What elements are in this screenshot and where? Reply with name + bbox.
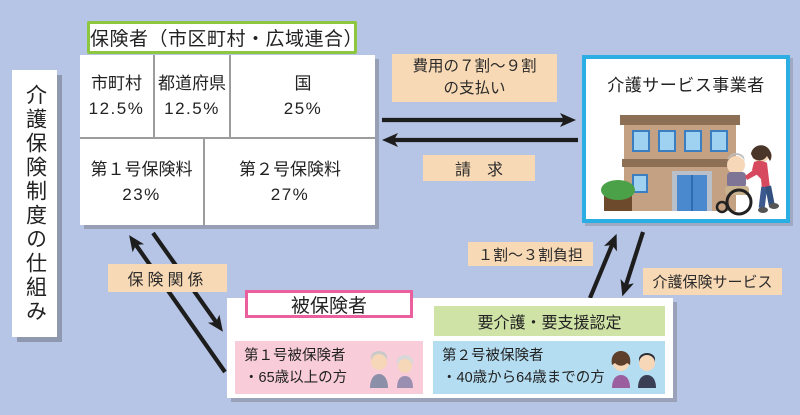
claim-label: 請 求 (423, 155, 535, 181)
insured-title: 被保険者 (245, 290, 413, 318)
page-title: 介護保険制度の仕組み (12, 70, 57, 337)
insured-category1-box: 第１号被保険者 ・65歳以上の方 (235, 341, 423, 394)
table-cell-national: 国 25% (231, 55, 375, 137)
cell-label: 市町村 (91, 73, 142, 93)
caregiver-figure (745, 145, 779, 213)
cell-label: 国 (294, 73, 312, 93)
service-down-arrow (620, 231, 645, 297)
insurer-title: 保険者（市区町村・広域連合） (87, 21, 363, 54)
care-service-provider-box: 介護サービス事業者 (582, 55, 790, 223)
elderly-couple-icon (370, 350, 413, 388)
cell-label: 都道府県 (158, 73, 226, 93)
category1-line2: ・65歳以上の方 (244, 369, 348, 386)
cell-label: 第２号保険料 (239, 159, 341, 179)
provider-title: 介護サービス事業者 (607, 76, 765, 95)
cell-value: 12.5% (88, 99, 145, 118)
payment-label-line1: 費用の７割～９割 (412, 57, 537, 75)
cell-value: 12.5% (164, 99, 220, 118)
cell-value: 25% (283, 99, 323, 118)
insurer-contribution-table: 市町村 12.5% 都道府県 12.5% 国 25% 第１号保険料 23% 第２… (80, 55, 375, 225)
care-facility-illustration (601, 115, 779, 216)
table-cell-premium-cat1: 第１号保険料 23% (80, 139, 203, 225)
table-row: 第１号保険料 23% 第２号保険料 27% (80, 139, 375, 225)
insured-persons-box: 被保険者 要介護・要支援認定 第１号被保険者 ・65歳以上の方 第２号被保険者 … (227, 290, 673, 398)
category2-line1: 第２号被保険者 (442, 347, 544, 364)
wheelchair-user-figure (715, 153, 753, 216)
cell-label: 第１号保険料 (90, 159, 193, 179)
burden-up-arrow (588, 233, 617, 299)
insurance-relation-label: 保険関係 (108, 264, 227, 292)
table-cell-premium-cat2: 第２号保険料 27% (205, 139, 375, 225)
cell-value: 27% (270, 185, 310, 204)
cost-burden-label: １割～３割負担 (468, 242, 593, 266)
care-service-label: 介護保険サービス (643, 268, 782, 295)
adult-couple-icon (611, 350, 656, 388)
insured-category2-box: 第２号被保険者 ・40歳から64歳までの方 (433, 341, 665, 394)
certification-box: 要介護・要支援認定 (434, 306, 665, 336)
table-cell-municipality: 市町村 12.5% (80, 55, 153, 137)
table-cell-prefecture: 都道府県 12.5% (155, 55, 229, 137)
category1-line1: 第１号被保険者 (244, 347, 346, 364)
category2-line2: ・40歳から64歳までの方 (442, 369, 605, 386)
table-row: 市町村 12.5% 都道府県 12.5% 国 25% (80, 55, 375, 137)
cell-value: 23% (122, 185, 161, 204)
payment-label-line2: の支払い (443, 80, 506, 97)
payment-label: 費用の７割～９割 の支払い (392, 54, 557, 102)
